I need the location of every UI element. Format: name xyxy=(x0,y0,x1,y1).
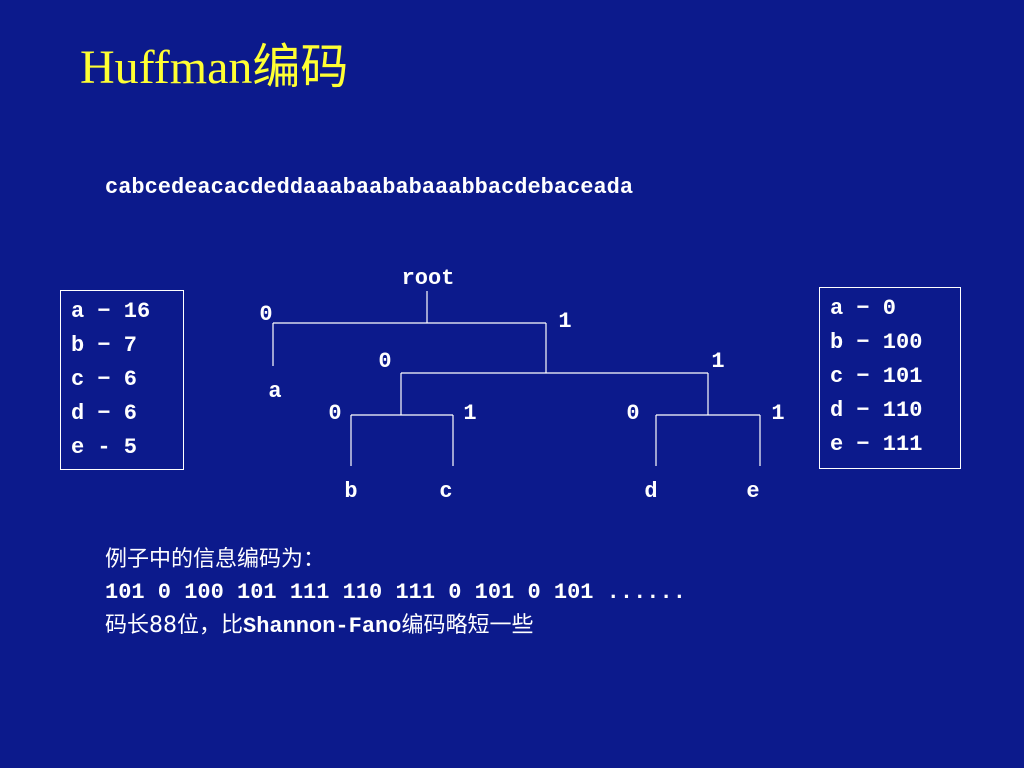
frequency-row: b − 7 xyxy=(71,333,138,358)
notes-line-3-part-3: 编码略短一些 xyxy=(401,613,534,638)
code-row: b − 100 xyxy=(830,330,923,355)
leaf-c: c xyxy=(439,479,452,504)
frequency-row: e - 5 xyxy=(71,435,138,460)
notes-line-3-part-1: 码长88位，比 xyxy=(105,613,243,638)
frequency-row: c − 6 xyxy=(71,367,138,392)
frequency-row: a − 16 xyxy=(71,299,151,324)
edge-label-n3-right: 1 xyxy=(771,401,784,426)
leaf-e: e xyxy=(746,479,759,504)
slide-title: Huffman编码 xyxy=(80,41,349,94)
edge-label-root-left: 0 xyxy=(259,302,272,327)
notes-line-3: 码长88位，比Shannon-Fano编码略短一些 xyxy=(105,609,686,643)
edge-label-n2-right: 1 xyxy=(463,401,476,426)
leaf-b: b xyxy=(344,479,357,504)
tree-root-label: root xyxy=(402,266,455,291)
encoded-message: 101 0 100 101 111 110 111 0 101 0 101 ..… xyxy=(105,580,686,605)
edge-label-n2-left: 0 xyxy=(328,401,341,426)
code-row: c − 101 xyxy=(830,364,923,389)
source-sequence: cabcedeacacdeddaaabaababaaabbacdebaceada xyxy=(105,175,634,200)
edge-label-n1-left: 0 xyxy=(378,349,391,374)
notes-line-1: 例子中的信息编码为： xyxy=(105,547,326,572)
notes-line-3-part-2: Shannon-Fano xyxy=(243,614,402,639)
edge-label-root-right: 1 xyxy=(558,309,571,334)
frequency-row: d − 6 xyxy=(71,401,138,426)
code-row: d − 110 xyxy=(830,398,923,423)
leaf-a: a xyxy=(268,379,281,404)
notes: 例子中的信息编码为： 101 0 100 101 111 110 111 0 1… xyxy=(105,543,686,643)
code-row: a − 0 xyxy=(830,296,897,321)
frequency-table: a − 16 b − 7 c − 6 d − 6 e - 5 xyxy=(60,290,184,470)
leaf-d: d xyxy=(644,479,657,504)
code-table: a − 0 b − 100 c − 101 d − 110 e − 111 xyxy=(819,287,961,469)
edge-label-n3-left: 0 xyxy=(626,401,639,426)
code-row: e − 111 xyxy=(830,432,923,457)
edge-label-n1-right: 1 xyxy=(711,349,724,374)
